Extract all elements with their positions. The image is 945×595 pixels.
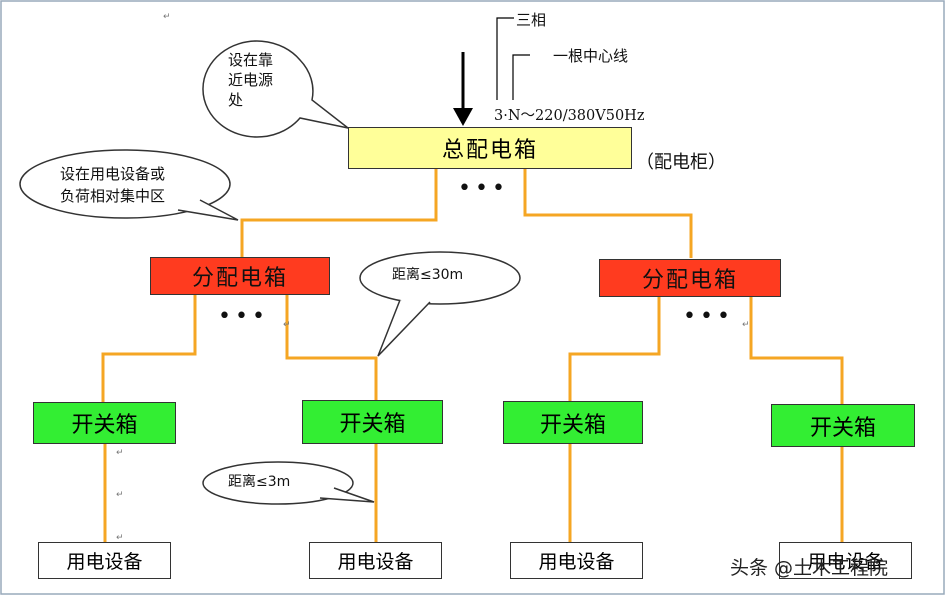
three-phase-label: 三相 bbox=[516, 11, 547, 29]
paragraph-mark: ↵ bbox=[163, 12, 171, 22]
switch-box-label: 开关箱 bbox=[339, 412, 406, 437]
paragraph-mark: ↵ bbox=[116, 448, 124, 458]
wires bbox=[101, 168, 844, 543]
switch-box-1[interactable]: 开关箱 bbox=[33, 402, 176, 444]
supply-arrow bbox=[453, 52, 473, 126]
callout-load-center bbox=[19, 149, 239, 221]
switch-box-label: 开关箱 bbox=[71, 413, 138, 438]
equipment-box-1[interactable]: 用电设备 bbox=[38, 542, 171, 579]
equipment-label: 用电设备 bbox=[538, 551, 615, 573]
ellipsis-right: ••• bbox=[683, 304, 734, 329]
ellipsis-main: ••• bbox=[458, 176, 509, 201]
main-distribution-box[interactable]: 总配电箱 bbox=[348, 127, 632, 169]
sub-distribution-box-left[interactable]: 分配电箱 bbox=[150, 257, 330, 295]
equipment-box-2[interactable]: 用电设备 bbox=[309, 542, 442, 579]
callout-near-source-text: 设在靠 近电源 处 bbox=[228, 50, 273, 110]
equipment-label: 用电设备 bbox=[807, 551, 884, 573]
switch-box-label: 开关箱 bbox=[809, 415, 876, 441]
callout-load-center-text: 设在用电设备或 负荷相对集中区 bbox=[60, 163, 165, 207]
callout-3m bbox=[202, 461, 375, 505]
sub-box-label: 分配电箱 bbox=[191, 266, 288, 291]
callout-3m-text: 距离≤3m bbox=[228, 474, 291, 490]
supply-spec-label: 3·N～220/380V50Hz bbox=[494, 108, 645, 124]
paragraph-mark: ↵ bbox=[283, 320, 291, 330]
paragraph-mark: ↵ bbox=[116, 490, 124, 500]
main-box-note: （配电柜） bbox=[636, 152, 726, 173]
callout-30m-text: 距离≤30m bbox=[392, 267, 464, 283]
callout-30m bbox=[359, 251, 521, 357]
watermark: 头条 @土木工程院 bbox=[730, 557, 889, 579]
main-box-label: 总配电箱 bbox=[441, 138, 538, 163]
equipment-box-3[interactable]: 用电设备 bbox=[510, 542, 643, 579]
switch-box-4[interactable]: 开关箱 bbox=[771, 404, 915, 447]
equipment-label: 用电设备 bbox=[337, 551, 414, 573]
switch-box-3[interactable]: 开关箱 bbox=[503, 401, 643, 444]
paragraph-mark: ↵ bbox=[742, 320, 750, 330]
callout-near-source bbox=[202, 40, 349, 138]
supply-lines bbox=[496, 17, 530, 100]
neutral-line-label: 一根中心线 bbox=[553, 47, 629, 65]
switch-box-2[interactable]: 开关箱 bbox=[302, 400, 443, 444]
switch-box-label: 开关箱 bbox=[539, 412, 606, 438]
ellipsis-left: ••• bbox=[218, 304, 269, 329]
equipment-box-4[interactable]: 用电设备 bbox=[779, 542, 912, 579]
callout-line: 设在用电设备或 bbox=[60, 165, 166, 183]
sub-box-label: 分配电箱 bbox=[641, 268, 738, 293]
equipment-label: 用电设备 bbox=[66, 551, 143, 573]
callout-line: 处 bbox=[228, 91, 244, 109]
callout-line: 近电源 bbox=[228, 71, 274, 89]
sub-distribution-box-right[interactable]: 分配电箱 bbox=[599, 259, 781, 297]
paragraph-mark: ↵ bbox=[116, 533, 124, 543]
callout-line: 设在靠 bbox=[228, 51, 274, 69]
callout-line: 负荷相对集中区 bbox=[60, 187, 166, 205]
